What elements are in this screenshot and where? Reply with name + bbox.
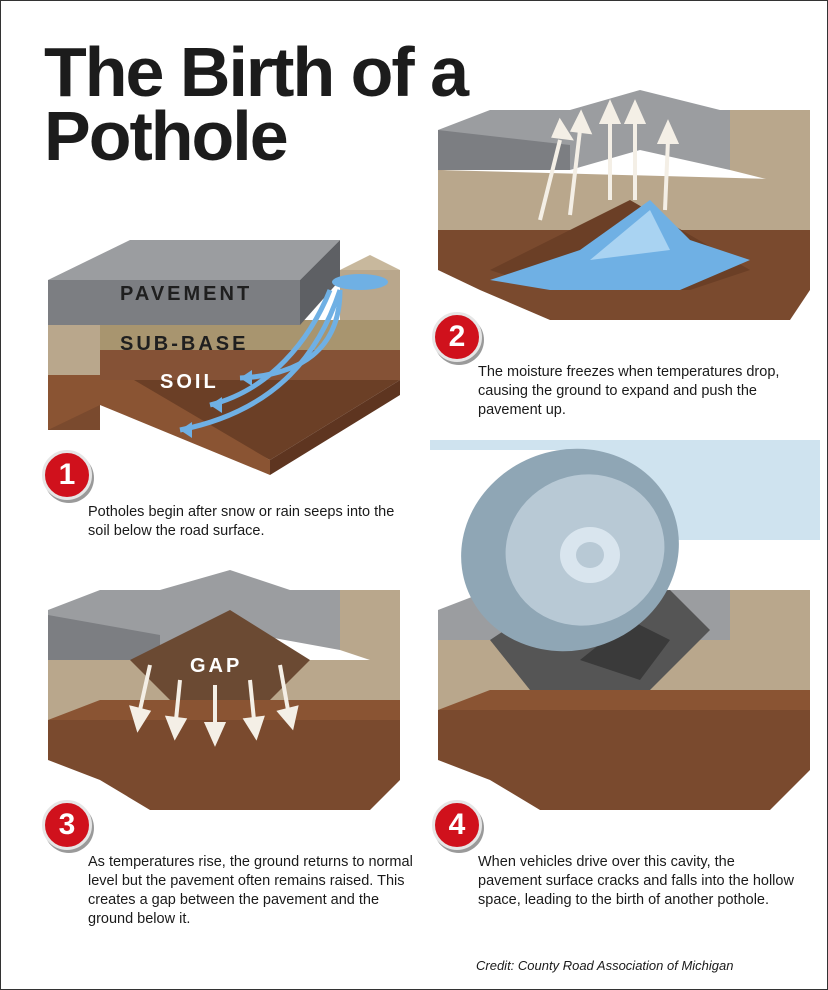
pavement-layer — [48, 240, 340, 280]
gap-label: GAP — [190, 655, 242, 677]
panel-2-illustration — [438, 90, 810, 320]
step-3-badge: 3 — [42, 800, 92, 850]
step-4-caption: When vehicles drive over this cavity, th… — [478, 854, 794, 908]
credit-line: Credit: County Road Association of Michi… — [476, 958, 734, 973]
subbase-label: SUB-BASE — [120, 333, 248, 355]
panel-4-illustration — [430, 440, 820, 810]
step-2-badge: 2 — [432, 312, 482, 362]
car-body — [430, 440, 820, 540]
step-1-caption: Potholes begin after snow or rain seeps … — [88, 504, 395, 539]
panel-1-illustration: PAVEMENT SUB-BASE SOIL — [48, 240, 400, 475]
gap-cavity — [130, 610, 310, 700]
step-4-badge: 4 — [432, 800, 482, 850]
expansion-arrows — [538, 99, 680, 221]
panel-3-illustration: GAP — [48, 570, 400, 810]
pavement-label: PAVEMENT — [120, 283, 252, 305]
step-2-caption: The moisture freezes when temperatures d… — [478, 364, 780, 418]
subbase-layer — [48, 320, 100, 375]
step-1-badge: 1 — [42, 450, 92, 500]
page-title: The Birth of a Pothole — [44, 33, 469, 175]
settling-arrows — [129, 664, 299, 747]
soil-label: SOIL — [160, 371, 219, 393]
water-arrow — [179, 289, 343, 433]
subbase-layer — [438, 170, 810, 230]
step-3-caption: As temperatures rise, the ground returns… — [88, 854, 413, 927]
